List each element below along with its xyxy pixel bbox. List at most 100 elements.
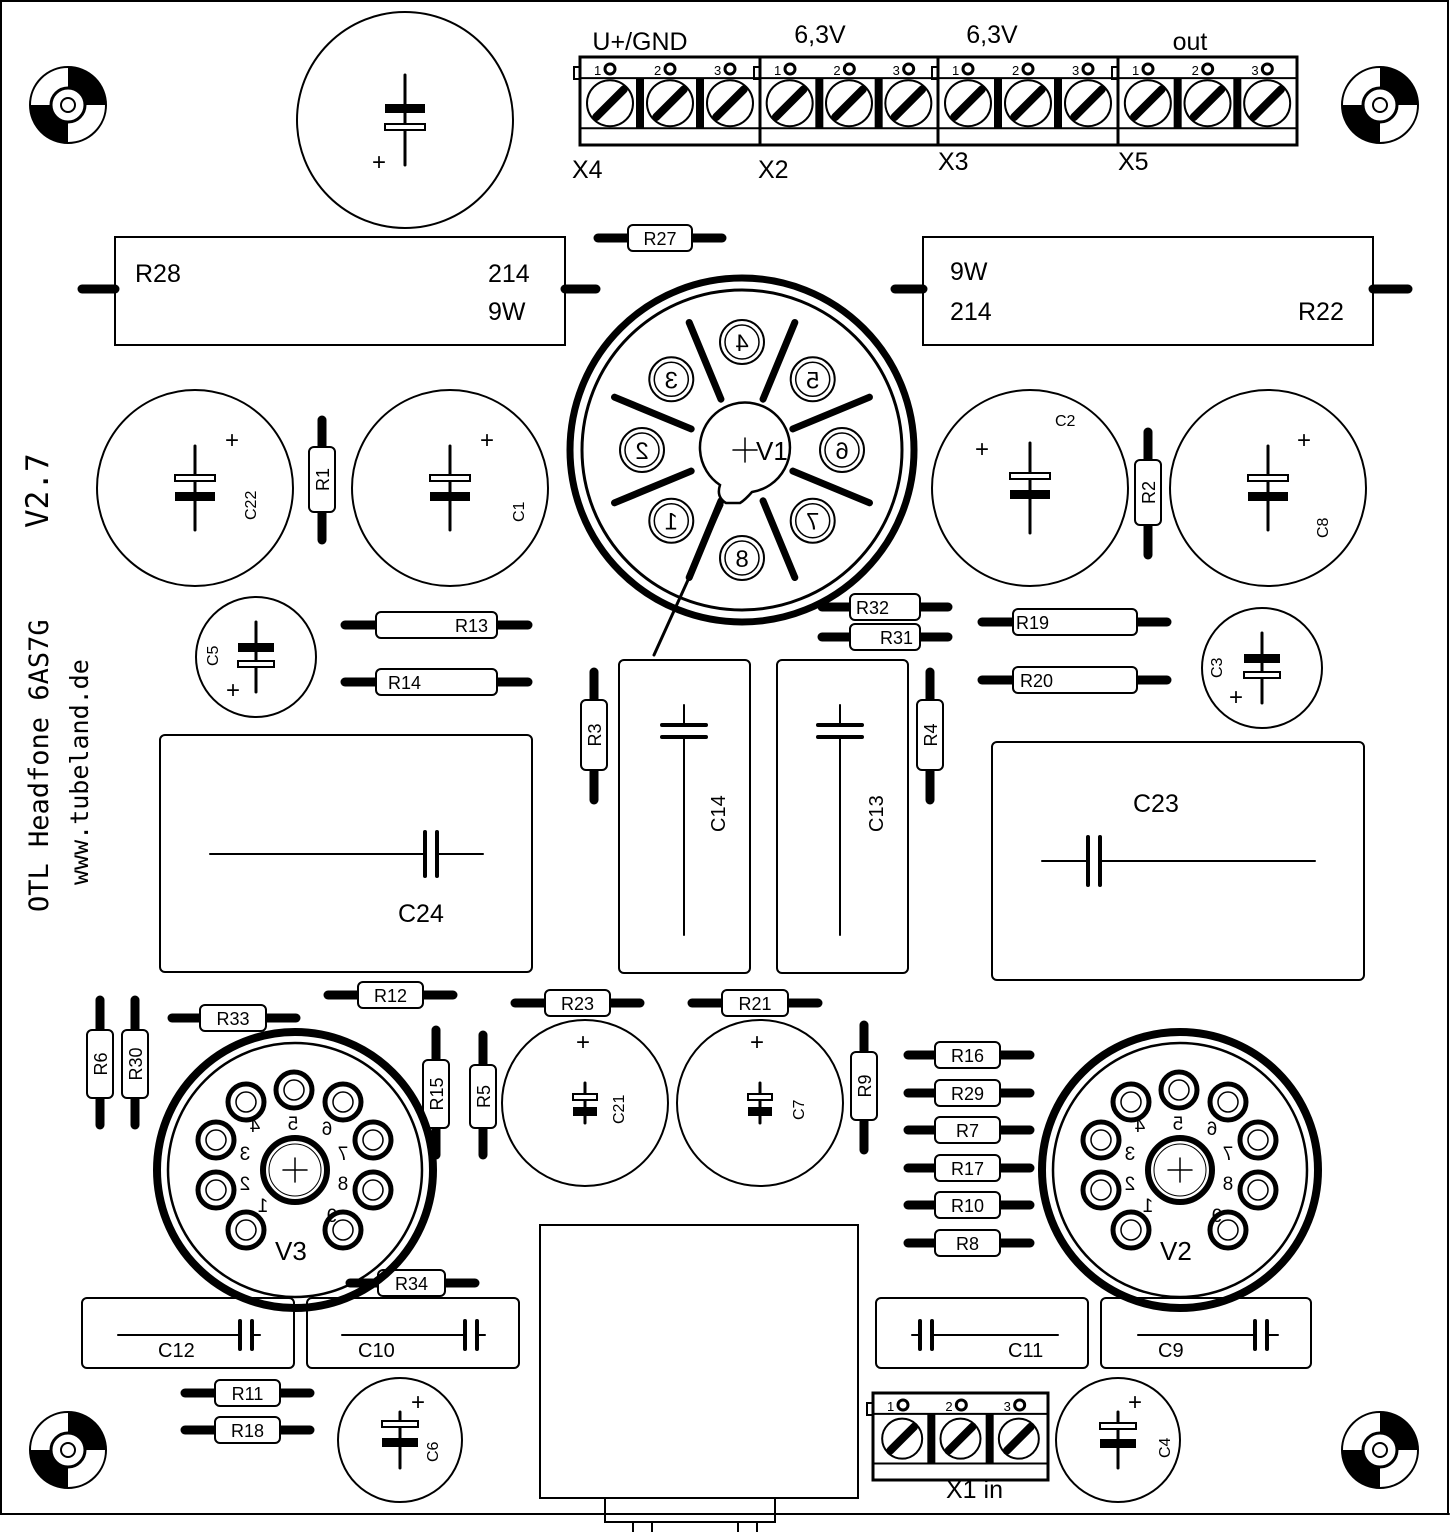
pin-pad: [1141, 62, 1155, 76]
pin-number: 7: [1223, 1144, 1234, 1165]
screw-icon: [997, 1417, 1040, 1460]
pin-number: 5: [806, 367, 819, 394]
capacitor-body: [776, 659, 909, 974]
capacitor-c1: +C1: [351, 389, 549, 587]
pin-pad: [789, 497, 836, 544]
screw-icon: [881, 1417, 924, 1460]
capacitor-ref: C12: [158, 1340, 195, 1362]
screw-slot: [592, 85, 628, 121]
terminal-caption: 6,3V: [966, 21, 1018, 49]
resistor-r17: R17: [903, 1154, 1035, 1182]
polarity-plus-icon: +: [480, 427, 494, 454]
capacitor-body: [991, 741, 1365, 981]
pin-number: 3: [1125, 1144, 1136, 1165]
screw-slot: [1002, 1422, 1035, 1455]
polarity-plus-icon: +: [750, 1029, 764, 1056]
pin-number: 3: [1004, 1399, 1011, 1414]
resistor-ref: R15: [427, 1077, 447, 1110]
resistor-r33: R33: [167, 1004, 301, 1032]
pin-number: 2: [1125, 1174, 1136, 1195]
pin-pad: [789, 356, 836, 403]
capacitor-plate: [1243, 671, 1281, 679]
capacitor-plate-negative: [1248, 492, 1288, 501]
pin-number: 9: [1212, 1206, 1223, 1227]
resistor-body: [357, 981, 424, 1009]
pin-pad: [783, 62, 797, 76]
resistor-ref: R8: [956, 1234, 979, 1254]
capacitor-c24: C24: [159, 734, 533, 973]
resistor-body: [1012, 608, 1138, 636]
pin-pad: [1080, 1119, 1122, 1161]
polarity-plus-icon: +: [225, 427, 239, 454]
resistor-body: [849, 623, 921, 651]
resistor-body: [934, 1079, 1001, 1107]
polarity-plus-icon: +: [1297, 427, 1311, 454]
screw-icon: [586, 79, 634, 128]
resistor-ref: R13: [455, 616, 488, 636]
polarity-plus-icon: +: [1229, 684, 1243, 711]
pin-pad: [273, 1069, 315, 1111]
capacitor-ref: C6: [425, 1441, 442, 1462]
pin-pad-inner: [332, 1091, 354, 1113]
resistor-ref: R16: [951, 1046, 984, 1066]
capacitor-body: [618, 659, 751, 974]
capacitor-plate: [429, 474, 471, 482]
screw-icon: [1183, 79, 1232, 128]
pin-number: 4: [249, 1116, 260, 1137]
terminal-body: [871, 1391, 1050, 1482]
pin-pad-inner: [235, 1219, 257, 1241]
pin-number: 2: [654, 63, 661, 78]
resistor-ref: R21: [738, 994, 771, 1014]
resistor-r16: R16: [903, 1041, 1035, 1069]
pin-pad: [1080, 1169, 1122, 1211]
socket-center: [1153, 1143, 1207, 1197]
socket-spoke: [685, 319, 725, 403]
pin-pad: [1013, 1398, 1027, 1412]
socket-inner-ring: [166, 1041, 424, 1299]
capacitor-ref: C21: [611, 1095, 628, 1124]
terminal-ref: X4: [572, 156, 603, 184]
resistor-body: [1012, 666, 1138, 694]
mounting-hole: [29, 1411, 107, 1489]
capacitor-plate: [572, 1093, 598, 1101]
pin-pad: [225, 1209, 267, 1251]
pin-pad-inner: [1217, 1091, 1239, 1113]
capacitor-plate: [381, 1420, 419, 1428]
pin-pad: [663, 62, 677, 76]
capacitor-ref: C5: [205, 645, 222, 666]
output-block: [0, 1224, 1450, 1532]
resistor-body: [721, 989, 789, 1017]
pin-pad-inner: [1120, 1091, 1142, 1113]
screw-icon: [1123, 79, 1172, 128]
screw-slot: [1010, 85, 1046, 121]
resistor-ref: R33: [216, 1009, 249, 1029]
resistor-r10: R10: [903, 1191, 1035, 1219]
screw-slot: [890, 85, 927, 121]
resistor-r15: R15: [422, 1025, 450, 1160]
pin-number: 1: [887, 1399, 894, 1414]
capacitor-outline: [1169, 389, 1367, 587]
pin-number: 8: [735, 546, 748, 573]
capacitor-c10: C10: [306, 1297, 520, 1369]
socket-spoke: [789, 467, 873, 507]
resistor-ref: R2: [1139, 481, 1159, 504]
terminal-notch: [931, 66, 939, 80]
socket-center-ring: [1145, 1135, 1215, 1205]
pin-pad-inner: [205, 1179, 227, 1201]
screw-icon: [944, 79, 992, 128]
screw-icon: [765, 79, 814, 128]
resistor-body: [916, 699, 944, 771]
capacitor-c12: C12: [81, 1297, 295, 1369]
block-body: [539, 1224, 859, 1499]
pin-number: 1: [665, 509, 678, 536]
pin-pad: [1207, 1209, 1249, 1251]
terminal-divider: [1173, 78, 1182, 129]
resistor-ref: R9: [855, 1074, 875, 1097]
screw-icon: [1004, 79, 1052, 128]
resistor-r12: R12: [323, 981, 458, 1009]
pin-pad: [225, 1081, 267, 1123]
resistor-r14: R14: [340, 668, 533, 696]
pin-number: 3: [1072, 63, 1079, 78]
